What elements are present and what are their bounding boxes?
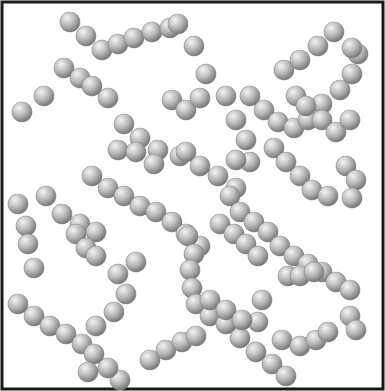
sphere xyxy=(252,290,272,310)
sphere xyxy=(126,142,146,162)
sphere xyxy=(142,22,162,42)
sphere xyxy=(36,186,56,206)
sphere xyxy=(346,170,366,190)
sphere xyxy=(76,26,96,46)
sphere xyxy=(248,246,268,266)
sphere xyxy=(104,302,124,322)
sphere xyxy=(226,150,246,170)
sphere xyxy=(12,102,32,122)
sphere xyxy=(86,246,106,266)
sphere xyxy=(208,166,228,186)
sphere xyxy=(196,64,216,84)
sphere xyxy=(34,86,54,106)
sphere xyxy=(78,362,98,382)
sphere xyxy=(308,36,328,56)
sphere xyxy=(8,194,28,214)
sphere xyxy=(324,22,344,42)
sphere xyxy=(216,86,236,106)
sphere xyxy=(116,284,136,304)
sphere xyxy=(276,366,296,386)
sphere xyxy=(126,252,146,272)
sphere xyxy=(304,262,324,282)
sphere xyxy=(18,234,38,254)
sphere xyxy=(190,88,210,108)
sphere xyxy=(232,310,252,330)
sphere xyxy=(290,50,310,70)
sphere xyxy=(230,328,250,348)
sphere xyxy=(342,188,362,208)
sphere xyxy=(186,326,206,346)
sphere xyxy=(124,28,144,48)
sphere xyxy=(342,64,362,84)
sphere xyxy=(108,140,128,160)
sphere xyxy=(342,38,362,58)
sphere xyxy=(144,154,164,174)
sphere xyxy=(272,330,292,350)
sphere xyxy=(346,320,366,340)
sphere xyxy=(108,264,128,284)
sphere xyxy=(318,322,338,342)
sphere xyxy=(236,130,256,150)
sphere xyxy=(180,260,200,280)
sphere xyxy=(98,88,118,108)
sphere xyxy=(318,186,338,206)
sphere xyxy=(184,36,204,56)
sphere xyxy=(178,226,198,246)
sphere xyxy=(86,316,106,336)
sphere xyxy=(340,280,360,300)
sphere xyxy=(296,96,316,116)
sphere xyxy=(190,156,210,176)
sphere xyxy=(24,258,44,278)
sphere xyxy=(114,114,134,134)
sphere xyxy=(60,12,80,32)
sphere xyxy=(226,110,246,130)
sphere xyxy=(168,14,188,34)
sphere xyxy=(52,204,72,224)
sphere xyxy=(98,358,118,378)
sphere xyxy=(340,110,360,130)
sphere xyxy=(16,216,36,236)
